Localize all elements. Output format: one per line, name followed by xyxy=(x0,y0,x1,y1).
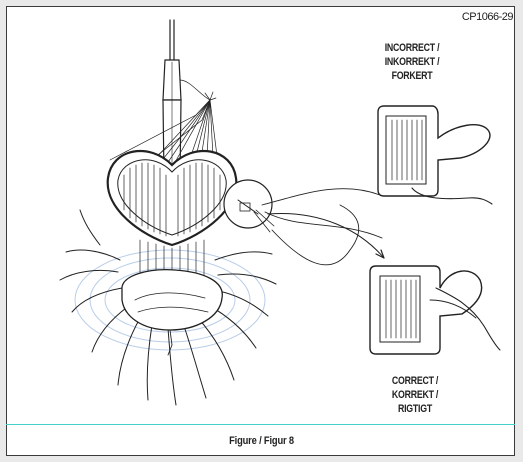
incorrect-label-line-2: INKORREKT / xyxy=(372,55,452,69)
correct-label-line-3: RIGTIGT xyxy=(375,402,455,416)
correct-label: CORRECT / KORREKT / RIGTIGT xyxy=(375,374,455,416)
correct-label-line-1: CORRECT / xyxy=(375,374,455,388)
figure-code: CP1066-29 xyxy=(462,11,513,23)
incorrect-electrode xyxy=(378,106,490,196)
incorrect-label-line-3: FORKERT xyxy=(372,69,452,83)
spinal-cord-section xyxy=(108,151,237,245)
connector-leads xyxy=(262,189,382,265)
incorrect-label-line-1: INCORRECT / xyxy=(372,41,452,55)
magnifier-circle xyxy=(224,180,274,232)
figure-caption: Figure / Figur 8 xyxy=(39,435,484,447)
correct-label-line-2: KORREKT / xyxy=(375,388,455,402)
caption-rule xyxy=(6,424,515,425)
arrow-to-correct xyxy=(268,213,384,258)
incorrect-label: INCORRECT / INKORREKT / FORKERT xyxy=(372,41,452,83)
